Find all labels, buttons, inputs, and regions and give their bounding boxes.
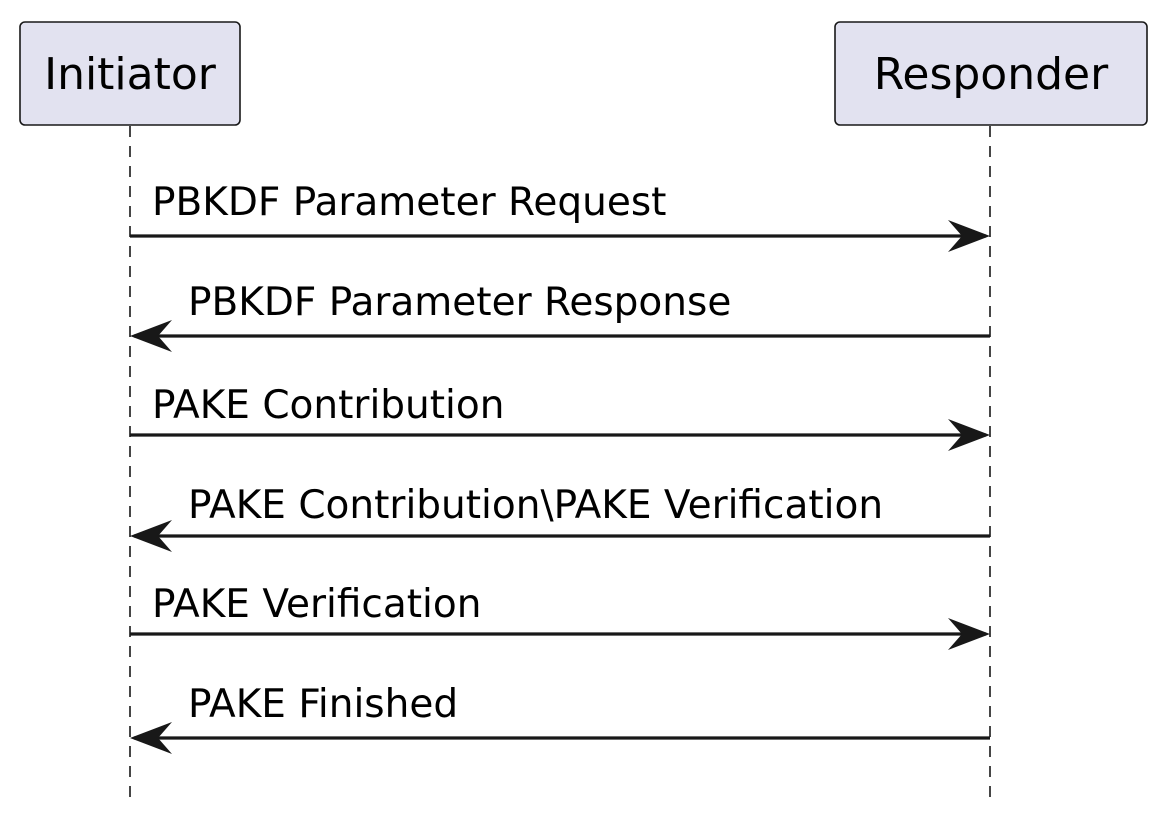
message-5-label: PAKE Verification <box>152 582 481 627</box>
message-2: PBKDF Parameter Response <box>130 280 990 352</box>
message-1: PBKDF Parameter Request <box>130 180 990 252</box>
message-4-label: PAKE Contribution\PAKE Verification <box>188 483 883 528</box>
message-5-arrowhead <box>948 618 990 650</box>
message-6: PAKE Finished <box>130 682 990 754</box>
message-1-arrowhead <box>948 220 990 252</box>
message-3-arrowhead <box>948 419 990 451</box>
participant-responder: Responder <box>834 21 1148 126</box>
message-1-label: PBKDF Parameter Request <box>152 180 666 225</box>
message-4: PAKE Contribution\PAKE Verification <box>130 483 990 552</box>
participant-initiator: Initiator <box>19 21 241 126</box>
participant-responder-box <box>834 21 1148 126</box>
message-4-arrowhead <box>130 520 172 552</box>
participant-responder-label: Responder <box>874 49 1109 100</box>
message-3-label: PAKE Contribution <box>152 383 504 428</box>
message-2-label: PBKDF Parameter Response <box>188 280 731 325</box>
message-6-arrowhead <box>130 722 172 754</box>
message-6-label: PAKE Finished <box>188 682 458 727</box>
message-2-arrowhead <box>130 320 172 352</box>
message-3: PAKE Contribution <box>130 383 990 451</box>
message-5: PAKE Verification <box>130 582 990 650</box>
participant-initiator-label: Initiator <box>44 49 217 100</box>
participant-initiator-box <box>19 21 241 126</box>
